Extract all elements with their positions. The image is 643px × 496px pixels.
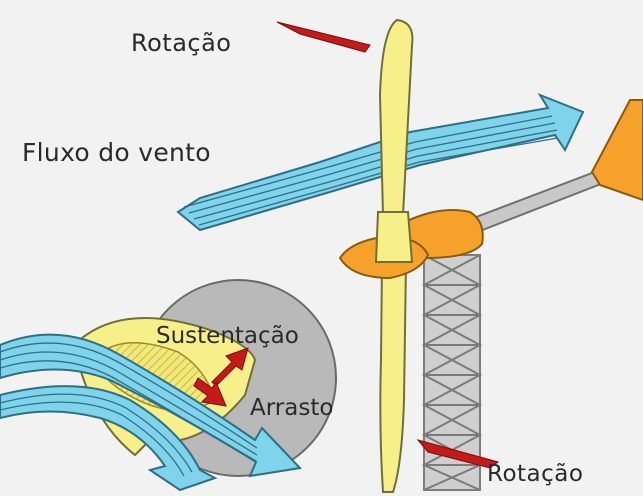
drag-arrow: [193, 377, 227, 407]
tail-vane: [453, 99, 643, 240]
rotation-label-top: Rotação: [131, 29, 232, 57]
rotor-blade: [378, 18, 414, 493]
wind-flow-arrow: [176, 92, 585, 232]
lift-arrow: [211, 347, 249, 387]
rotation-arrow-bottom: [416, 439, 500, 469]
wind-flow-label: Fluxo do vento: [22, 138, 211, 167]
rotor-hub: [338, 211, 430, 280]
drag-label: Arrasto: [250, 395, 334, 421]
rotation-label-bottom: Rotação: [487, 461, 584, 487]
airfoil-inset: [0, 279, 337, 492]
lift-label: Sustentação: [156, 323, 299, 349]
rotation-arrow-top: [276, 21, 371, 53]
